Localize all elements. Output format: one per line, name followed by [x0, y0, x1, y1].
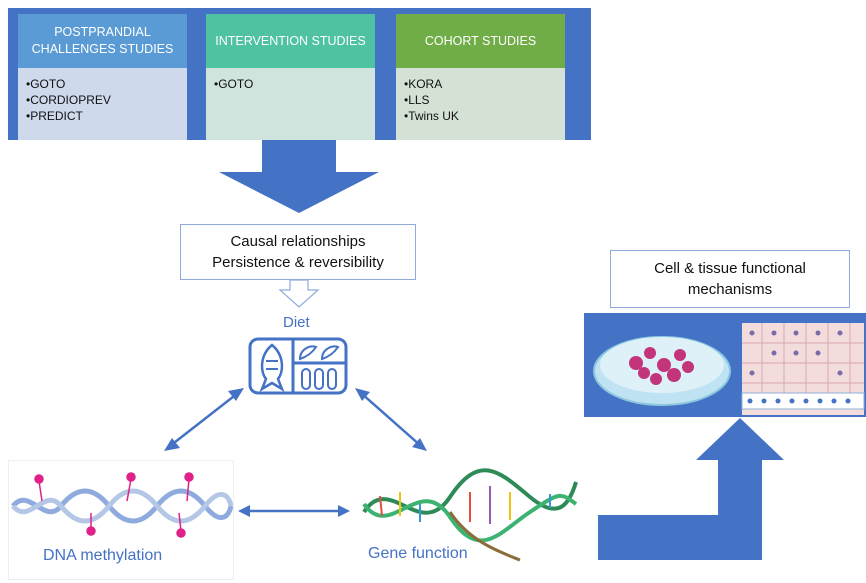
- study-list: GOTO CORDIOPREV PREDICT: [18, 68, 187, 140]
- study-item: LLS: [404, 92, 565, 108]
- gene-function-label: Gene function: [368, 545, 468, 562]
- study-item: CORDIOPREV: [26, 92, 187, 108]
- tissue-layer-icon: [741, 323, 865, 415]
- study-title: INTERVENTION STUDIES: [206, 14, 375, 68]
- cell-tissue-panel: [584, 313, 866, 417]
- cell-tissue-box: Cell & tissue functional mechanisms: [610, 250, 850, 308]
- bent-up-arrow-icon: [598, 418, 784, 560]
- study-item: KORA: [404, 76, 565, 92]
- diet-plate-icon: [248, 337, 348, 395]
- double-arrow-diet-dna: [164, 388, 244, 451]
- causal-relationships-box: Causal relationships Persistence & rever…: [180, 224, 416, 280]
- double-arrow-dna-gene: [238, 505, 350, 517]
- causal-line-2: Persistence & reversibility: [212, 254, 384, 271]
- dna-helix-icon: [11, 472, 234, 538]
- intervention-studies-box: INTERVENTION STUDIES GOTO: [206, 14, 375, 140]
- dna-methylation-panel: DNA methylation: [8, 460, 234, 580]
- double-arrow-diet-gene: [355, 388, 427, 451]
- study-item: GOTO: [26, 76, 187, 92]
- gene-rna-icon: [362, 468, 578, 562]
- studies-panel: POSTPRANDIAL CHALLENGES STUDIES GOTO COR…: [8, 8, 591, 140]
- study-item: GOTO: [214, 76, 375, 92]
- study-item: PREDICT: [26, 108, 187, 124]
- cell-line-1: Cell & tissue functional: [654, 260, 806, 277]
- cohort-studies-box: COHORT STUDIES KORA LLS Twins UK: [396, 14, 565, 140]
- study-list: GOTO: [206, 68, 375, 140]
- cell-line-2: mechanisms: [687, 281, 773, 298]
- study-item: Twins UK: [404, 108, 565, 124]
- diet-label: Diet: [283, 314, 310, 331]
- study-title: POSTPRANDIAL CHALLENGES STUDIES: [18, 14, 187, 68]
- down-arrow-icon: [219, 140, 379, 213]
- study-list: KORA LLS Twins UK: [396, 68, 565, 140]
- cell-culture-icon: [593, 323, 865, 415]
- study-title: COHORT STUDIES: [396, 14, 565, 68]
- causal-line-1: Causal relationships: [230, 233, 366, 250]
- hollow-down-arrow-icon: [278, 279, 320, 308]
- postprandial-studies-box: POSTPRANDIAL CHALLENGES STUDIES GOTO COR…: [18, 14, 187, 140]
- dna-methylation-label: DNA methylation: [43, 547, 163, 564]
